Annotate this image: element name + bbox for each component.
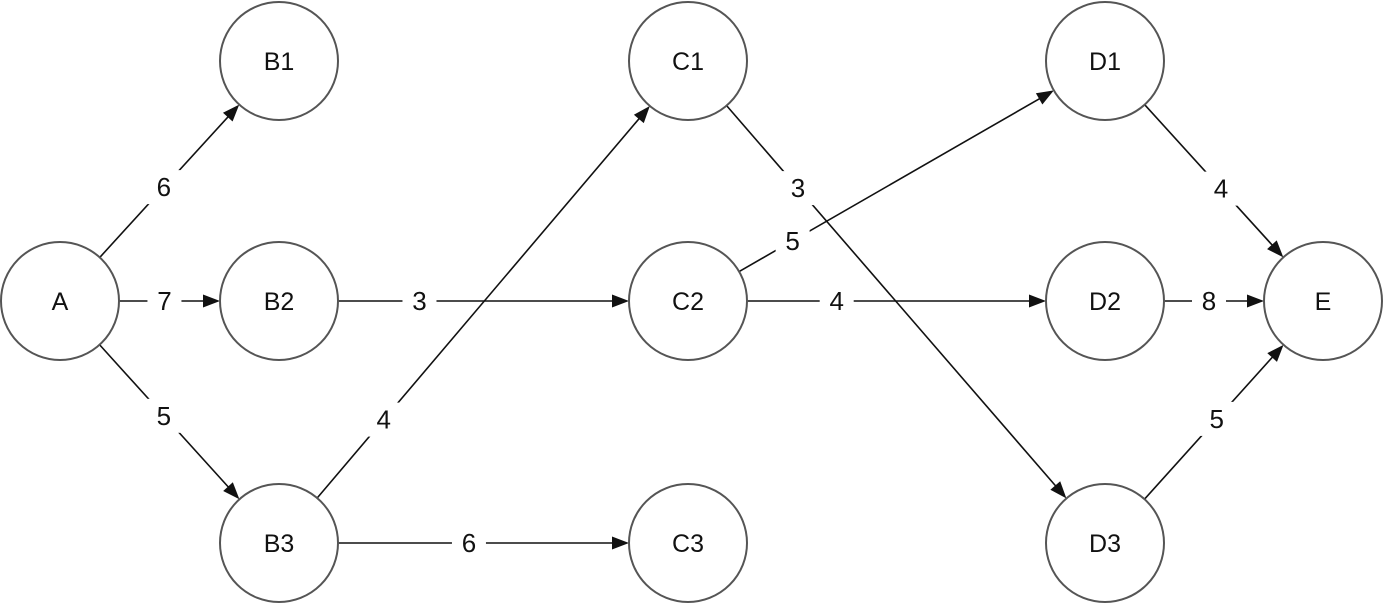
edge-b3-c1: [316, 105, 650, 499]
edge-c2-d2: [747, 294, 1046, 308]
weight-background: [1203, 171, 1238, 206]
weight-label: 6: [157, 172, 171, 202]
edge-c1-d3: [725, 105, 1067, 499]
node-circle: [1045, 1, 1165, 121]
weight-label: 4: [829, 286, 843, 316]
weight-background: [1199, 401, 1234, 436]
weight-label: 5: [785, 226, 799, 256]
node-b2[interactable]: B2: [219, 241, 339, 361]
weight-label: 8: [1202, 286, 1216, 316]
node-circle: [628, 1, 748, 121]
weight-label: 5: [157, 401, 171, 431]
edge-line: [725, 105, 1058, 488]
node-circle: [628, 241, 748, 361]
arrowhead-icon: [1035, 90, 1054, 105]
weight-background: [402, 284, 437, 318]
arrowhead-icon: [633, 105, 650, 124]
weight-label: 4: [1214, 174, 1228, 204]
weight-background: [451, 526, 486, 560]
node-circle: [219, 483, 339, 603]
edge-weight-d3-e: 5: [1199, 401, 1234, 436]
edge-weight-b2-c2: 3: [402, 284, 437, 318]
weight-label: 5: [1210, 404, 1224, 434]
node-c1[interactable]: C1: [628, 1, 748, 121]
node-circle: [628, 483, 748, 603]
weight-background: [147, 284, 182, 318]
arrowhead-icon: [612, 294, 629, 308]
node-circle: [219, 1, 339, 121]
node-circle: [1045, 483, 1165, 603]
edge-weight-b3-c1: 4: [366, 402, 401, 437]
arrowhead-icon: [223, 482, 240, 500]
edge-weight-d1-e: 4: [1203, 171, 1238, 206]
edge-weight-a-b2: 7: [147, 284, 182, 318]
node-b3[interactable]: B3: [219, 483, 339, 603]
node-c2[interactable]: C2: [628, 241, 748, 361]
node-label: B3: [264, 530, 295, 558]
weight-label: 6: [462, 528, 476, 558]
node-label: A: [52, 288, 69, 316]
edge-weight-c1-d3: 3: [780, 171, 815, 206]
node-label: C3: [672, 530, 704, 558]
node-label: E: [1315, 288, 1332, 316]
node-circle: [0, 241, 120, 361]
node-label: D1: [1089, 48, 1121, 76]
weight-label: 4: [376, 405, 390, 435]
node-circle: [1263, 241, 1383, 361]
node-circle: [1045, 241, 1165, 361]
node-label: C1: [672, 48, 704, 76]
edge-weight-b3-c3: 6: [451, 526, 486, 560]
weight-background: [366, 402, 401, 437]
edge-weight-c2-d1: 5: [775, 223, 810, 258]
node-label: B2: [264, 288, 295, 316]
weight-background: [780, 171, 815, 206]
node-label: D2: [1089, 288, 1121, 316]
weight-background: [775, 223, 810, 258]
weight-background: [1192, 284, 1226, 318]
node-d2[interactable]: D2: [1045, 241, 1165, 361]
weight-label: 3: [412, 286, 426, 316]
node-e[interactable]: E: [1263, 241, 1383, 361]
arrowhead-icon: [612, 536, 629, 550]
weight-background: [146, 398, 181, 433]
arrowhead-icon: [1029, 294, 1046, 308]
weight-background: [146, 170, 181, 205]
weight-label: 7: [157, 286, 171, 316]
node-d3[interactable]: D3: [1045, 483, 1165, 603]
edge-weight-d2-e: 8: [1192, 284, 1226, 318]
node-circle: [219, 241, 339, 361]
arrowhead-icon: [1050, 481, 1067, 499]
arrowhead-icon: [203, 294, 220, 308]
node-b1[interactable]: B1: [219, 1, 339, 121]
node-c3[interactable]: C3: [628, 483, 748, 603]
node-label: B1: [264, 48, 295, 76]
edge-b2-c2: [338, 294, 629, 308]
node-d1[interactable]: D1: [1045, 1, 1165, 121]
edge-line: [316, 116, 641, 499]
weight-background: [819, 284, 854, 318]
node-a[interactable]: A: [0, 241, 120, 361]
edge-weight-a-b1: 6: [146, 170, 181, 205]
weight-label: 3: [791, 173, 805, 203]
edge-weight-a-b3: 5: [146, 398, 181, 433]
arrowhead-icon: [222, 104, 240, 122]
arrowhead-icon: [1267, 344, 1284, 362]
node-label: D3: [1089, 530, 1121, 558]
edge-weight-c2-d2: 4: [819, 284, 854, 318]
node-label: C2: [672, 288, 704, 316]
arrowhead-icon: [1267, 240, 1284, 258]
arrowhead-icon: [1247, 294, 1264, 308]
